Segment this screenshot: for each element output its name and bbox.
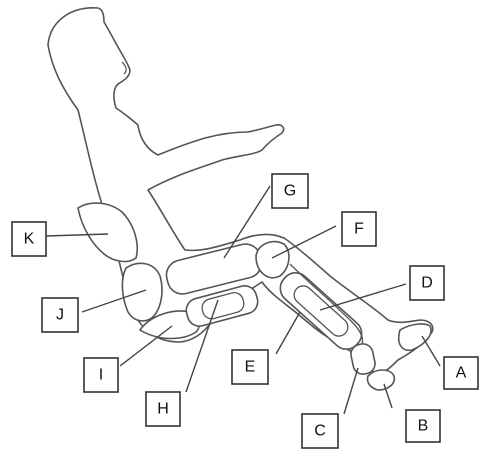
label-e: E bbox=[232, 350, 268, 384]
leader-e bbox=[276, 312, 300, 354]
leader-a bbox=[422, 336, 440, 366]
body-silhouette bbox=[48, 8, 433, 374]
pad-b-heel bbox=[367, 370, 394, 390]
label-g: G bbox=[272, 174, 308, 208]
label-g-text: G bbox=[284, 183, 296, 200]
label-c: C bbox=[302, 414, 338, 448]
label-i-text: I bbox=[99, 367, 103, 384]
label-h-text: H bbox=[157, 401, 169, 418]
label-d-text: D bbox=[421, 275, 433, 292]
label-e-text: E bbox=[245, 359, 256, 376]
label-j: J bbox=[42, 298, 78, 332]
label-i: I bbox=[84, 358, 118, 392]
label-k: K bbox=[12, 222, 46, 256]
label-a-text: A bbox=[456, 365, 467, 382]
label-b-text: B bbox=[418, 418, 429, 435]
label-k-text: K bbox=[24, 231, 35, 248]
pad-a-toe bbox=[399, 324, 431, 350]
pad-f-knee bbox=[256, 242, 289, 278]
label-c-text: C bbox=[314, 423, 326, 440]
leader-c bbox=[344, 368, 358, 414]
label-a: A bbox=[444, 357, 478, 389]
pad-j-buttock bbox=[122, 263, 162, 321]
label-d: D bbox=[410, 266, 444, 300]
label-b: B bbox=[406, 410, 440, 442]
label-h: H bbox=[146, 392, 180, 426]
label-f-text: F bbox=[354, 221, 364, 238]
label-f: F bbox=[342, 212, 376, 246]
label-j-text: J bbox=[56, 307, 64, 324]
